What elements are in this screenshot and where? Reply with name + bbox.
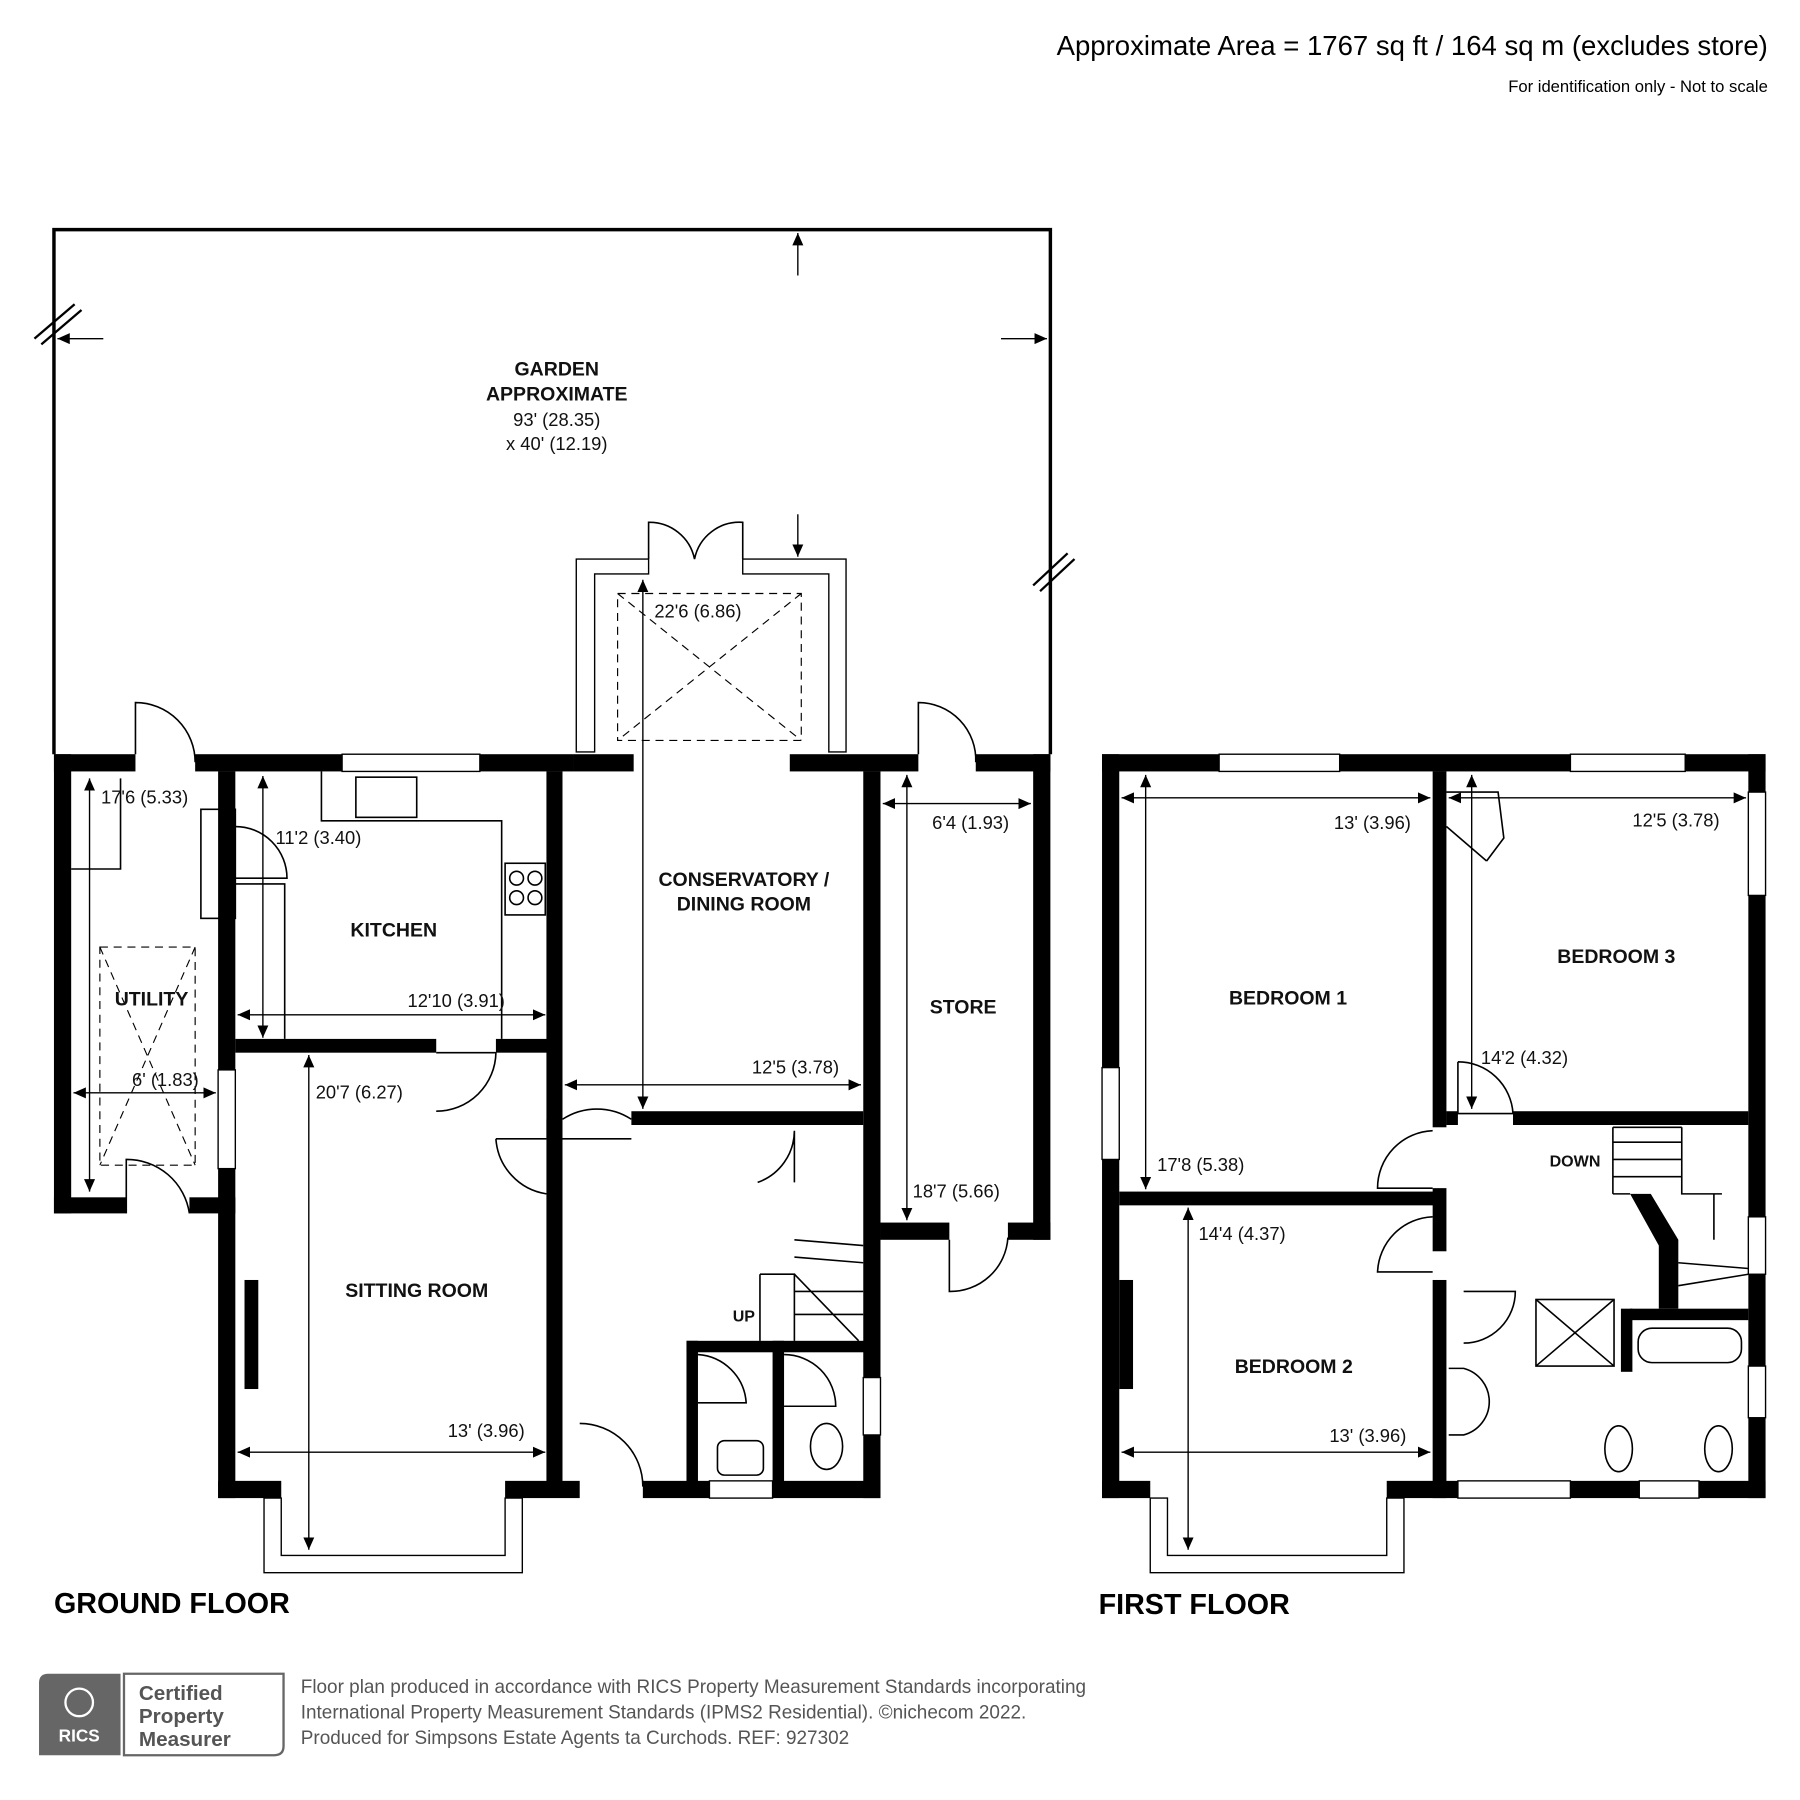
- conservatory-label: CONSERVATORY /: [658, 869, 829, 891]
- store-label: STORE: [930, 997, 997, 1019]
- garden-label-2: APPROXIMATE: [486, 384, 628, 406]
- utility-length: 17'6 (5.33): [101, 787, 188, 808]
- bedroom-2-label: BEDROOM 2: [1235, 1356, 1353, 1378]
- footer-text-2: International Property Measurement Stand…: [301, 1702, 1027, 1723]
- stairs-down-label: DOWN: [1550, 1152, 1601, 1170]
- garden: GARDEN APPROXIMATE 93' (28.35) x 40' (12…: [33, 227, 1076, 755]
- bedroom-3-width: 12'5 (3.78): [1632, 810, 1719, 831]
- bedroom-1-length: 17'8 (5.38): [1157, 1154, 1244, 1175]
- ground-floor-dimensions: [73, 579, 1031, 1550]
- first-floor-title: FIRST FLOOR: [1099, 1589, 1291, 1621]
- footer-text-1: Floor plan produced in accordance with R…: [301, 1677, 1086, 1698]
- ground-floor-labels: 17'6 (5.33) 6' (1.83) UTILITY 11'2 (3.40…: [54, 601, 1009, 1620]
- utility-label: UTILITY: [115, 989, 189, 1011]
- scale-note: For identification only - Not to scale: [1508, 77, 1768, 96]
- ground-floor-walls: [53, 521, 1051, 1574]
- first-floor-dimensions: [1121, 774, 1747, 1550]
- conservatory-width: 12'5 (3.78): [752, 1056, 839, 1077]
- badge-line-1: Certified: [139, 1682, 223, 1705]
- ground-floor-title: GROUND FLOOR: [54, 1588, 290, 1620]
- stairs-up-label: UP: [733, 1307, 756, 1325]
- bedroom-2-length: 14'4 (4.37): [1198, 1223, 1285, 1244]
- store-width: 6'4 (1.93): [932, 812, 1009, 833]
- sitting-room-width: 13' (3.96): [448, 1420, 525, 1441]
- bedroom-3-label: BEDROOM 3: [1557, 946, 1675, 968]
- first-floor-labels: 13' (3.96) BEDROOM 1 17'8 (5.38) 12'5 (3…: [1099, 810, 1720, 1622]
- bedroom-1-width: 13' (3.96): [1334, 812, 1411, 833]
- sitting-room-length: 20'7 (6.27): [316, 1082, 403, 1103]
- area-summary: Approximate Area = 1767 sq ft / 164 sq m…: [1057, 30, 1768, 61]
- rics-badge: RICS Certified Property Measurer: [39, 1672, 285, 1757]
- lion-emblem-icon: [64, 1687, 95, 1718]
- first-floor-walls: [1101, 753, 1767, 1574]
- kitchen-label: KITCHEN: [350, 920, 437, 942]
- garden-label: GARDEN: [515, 358, 600, 380]
- kitchen-width: 12'10 (3.91): [408, 990, 505, 1011]
- badge-line-3: Measurer: [139, 1728, 231, 1751]
- garden-length: 93' (28.35): [513, 409, 600, 430]
- store-length: 18'7 (5.66): [913, 1180, 1000, 1201]
- utility-width: 6' (1.83): [132, 1069, 199, 1090]
- footer-text-3: Produced for Simpsons Estate Agents ta C…: [301, 1728, 849, 1749]
- garden-width: x 40' (12.19): [506, 433, 607, 454]
- dining-room-label: DINING ROOM: [677, 893, 811, 915]
- bedroom-2-width: 13' (3.96): [1329, 1425, 1406, 1446]
- kitchen-depth: 11'2 (3.40): [276, 827, 362, 848]
- sitting-room-label: SITTING ROOM: [345, 1280, 488, 1302]
- rics-logo-text: RICS: [59, 1725, 100, 1745]
- badge-line-2: Property: [139, 1705, 224, 1728]
- conservatory-length: 22'6 (6.86): [654, 601, 741, 622]
- bedroom-1-label: BEDROOM 1: [1229, 987, 1347, 1009]
- bedroom-3-length: 14'2 (4.32): [1481, 1047, 1568, 1068]
